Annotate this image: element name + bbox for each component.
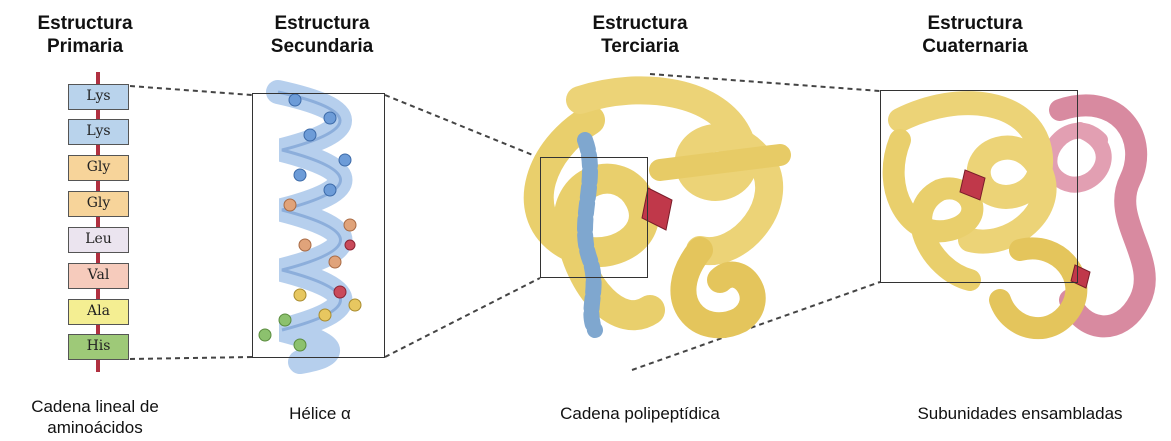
secondary-structure-frame — [252, 93, 385, 358]
amino-acid-box: Gly — [68, 191, 129, 217]
caption-quaternary: Subunidades ensambladas — [875, 403, 1165, 424]
amino-acid-box: Leu — [68, 227, 129, 253]
amino-acid-box: Ala — [68, 299, 129, 325]
tertiary-zoom-frame — [540, 157, 648, 278]
amino-acid-box: His — [68, 334, 129, 360]
caption-secondary: Hélice α — [250, 403, 390, 424]
amino-acid-box: Lys — [68, 84, 129, 110]
caption-primary: Cadena lineal de aminoácidos — [0, 396, 190, 438]
quaternary-structure-frame — [880, 90, 1078, 283]
amino-acid-box: Lys — [68, 119, 129, 145]
amino-acid-box: Gly — [68, 155, 129, 181]
caption-tertiary: Cadena polipeptídica — [520, 403, 760, 424]
amino-acid-box: Val — [68, 263, 129, 289]
